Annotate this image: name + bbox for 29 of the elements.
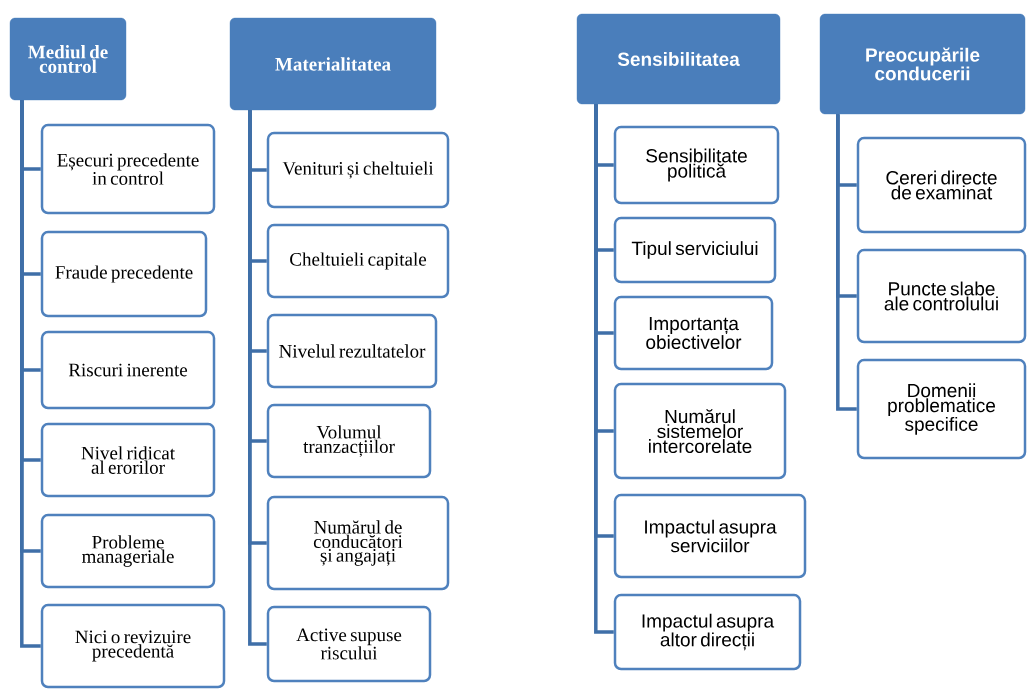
item-box: Nivelul rezultatelor (266, 313, 438, 389)
item-box: Nici o revizuire precedentă (40, 603, 226, 689)
item-box: Riscuri inerente (40, 330, 216, 410)
item-box: Domenii problematice specifice (856, 358, 1027, 460)
item-box: Nivel ridicat al erorilor (40, 422, 216, 498)
item-box: Tipul serviciului (613, 216, 777, 284)
item-box: Venituri și cheltuieli (266, 131, 450, 209)
connector-line (836, 114, 857, 411)
connector-line (594, 104, 614, 634)
item-box: Cheltuieli capitale (266, 223, 450, 299)
connector-line (20, 100, 41, 648)
connector-line (248, 110, 267, 646)
item-box: Sensibilitate politică (613, 125, 780, 205)
item-box: Impactul asupra altor direcții (613, 593, 802, 671)
category-header: Materialitatea (229, 17, 437, 111)
item-box: Importanța obiectivelor (613, 295, 774, 371)
item-box: Numărul de conducători și angajați (266, 495, 450, 591)
item-box: Puncte slabe ale controlului (856, 248, 1027, 344)
item-box: Active supuse riscului (266, 605, 432, 683)
category-header: Mediul de control (9, 17, 127, 101)
item-box: Fraude precedente (40, 230, 208, 318)
item-box: Probleme manageriale (40, 513, 216, 589)
category-header: Sensibilitatea (576, 13, 781, 105)
category-header: Preocupările conducerii (819, 13, 1026, 115)
item-box: Eșecuri precedente in control (40, 123, 216, 215)
item-box: Volumul tranzacțiilor (266, 403, 432, 479)
item-box: Numărul sistemelor intercorelate (613, 382, 787, 480)
item-box: Cereri directe de examinat (856, 136, 1027, 234)
item-box: Impactul asupra serviciilor (613, 493, 807, 579)
